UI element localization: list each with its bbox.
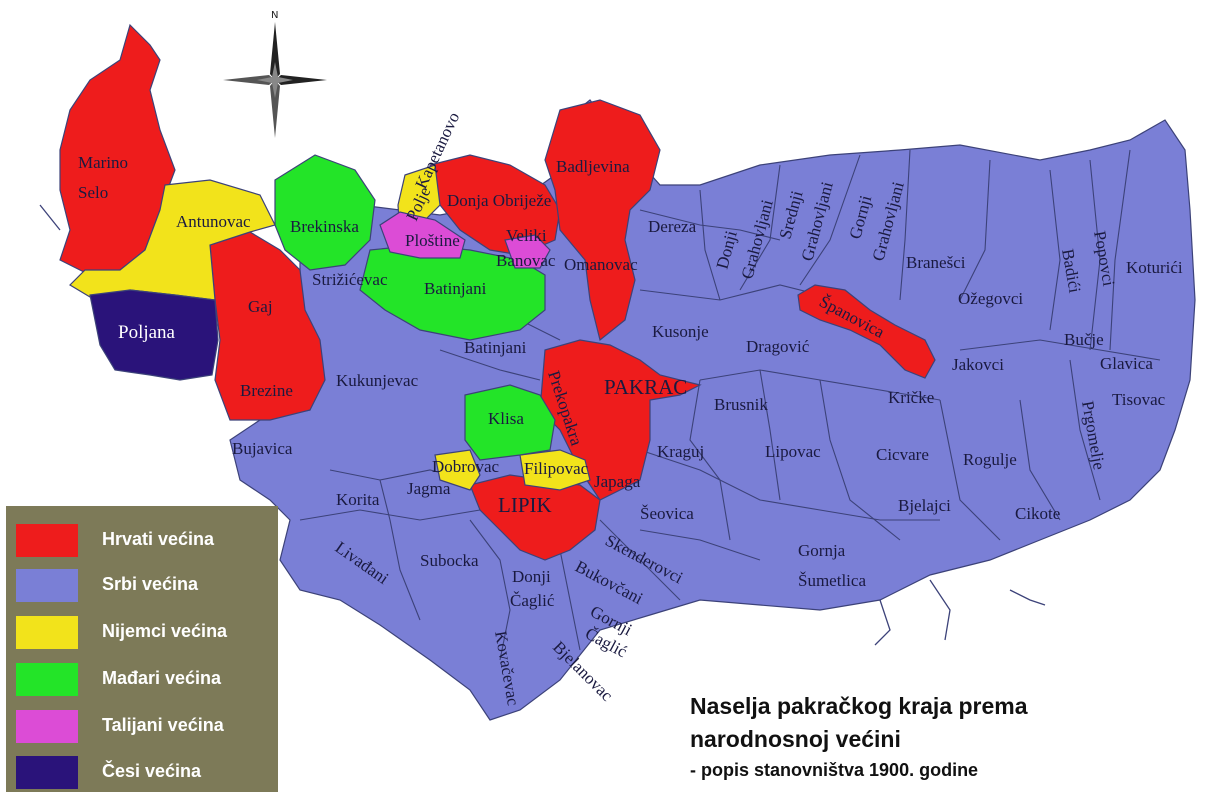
- place-label: Antunovac: [176, 212, 251, 231]
- legend-item-hrvati: Hrvati većina: [16, 522, 272, 558]
- legend-swatch: [16, 616, 78, 649]
- place-label: Kričke: [888, 388, 934, 407]
- place-label: Bujavica: [232, 439, 293, 458]
- place-label: Šumetlica: [798, 571, 866, 590]
- place-label: Donji: [512, 567, 551, 586]
- place-label: Selo: [78, 183, 108, 202]
- place-label: Bučje: [1064, 330, 1104, 349]
- regions-hrvati: [59, 23, 936, 561]
- place-label: Omanovac: [564, 255, 638, 274]
- legend-label: Srbi većina: [102, 574, 199, 594]
- legend-label: Mađari većina: [102, 668, 222, 688]
- place-label: Brekinska: [290, 217, 359, 236]
- regions-madjari: [274, 154, 556, 461]
- place-label: Dobrovac: [432, 457, 499, 476]
- place-label: Japaga: [594, 472, 641, 491]
- legend-swatch: [16, 569, 78, 602]
- place-label: Kusonje: [652, 322, 709, 341]
- place-label: Banovac: [496, 251, 556, 270]
- place-label: Šeovica: [640, 504, 694, 523]
- place-label: Brezine: [240, 381, 293, 400]
- legend-label: Česi većina: [102, 761, 202, 781]
- region-srbi-base: [229, 99, 1196, 721]
- place-label: Dragović: [746, 337, 810, 356]
- regions-nijemci: [69, 164, 591, 491]
- map-legend: Hrvati većina Srbi većina Nijemci većina…: [6, 506, 278, 792]
- place-label: Poljana: [118, 322, 176, 343]
- place-label: Ožegovci: [958, 289, 1023, 308]
- place-label: PAKRAC: [604, 375, 687, 399]
- region-filipovac: [519, 449, 591, 491]
- legend-swatch: [16, 710, 78, 743]
- region-brekinska: [274, 154, 376, 271]
- regions-talijani: [379, 211, 551, 269]
- region-badljevina-omanovac: [544, 99, 661, 342]
- map-subtitle: - popis stanovništva 1900. godine: [690, 760, 979, 780]
- region-dobrovac: [434, 449, 481, 491]
- place-label: Cikote: [1015, 504, 1060, 523]
- rivers: [39, 204, 1046, 646]
- place-label: LIPIK: [498, 493, 552, 517]
- place-label: Filipovac: [524, 459, 589, 478]
- place-label: Badljevina: [556, 157, 630, 176]
- place-label: Batinjani: [464, 338, 527, 357]
- place-label: Subocka: [420, 551, 479, 570]
- place-label: Ploštine: [405, 231, 460, 250]
- place-label: Gaj: [248, 297, 273, 316]
- legend-item-srbi: Srbi većina: [16, 567, 272, 603]
- region-veliki-banovac: [504, 234, 551, 269]
- legend-label: Talijani većina: [102, 715, 224, 735]
- place-label: Jakovci: [952, 355, 1004, 374]
- place-label: Kukunjevac: [336, 371, 419, 390]
- place-label: Bjelajci: [898, 496, 951, 515]
- place-label: Koturići: [1126, 258, 1183, 277]
- place-label: Brusnik: [714, 395, 768, 414]
- place-label: Klisa: [488, 409, 524, 428]
- place-label: Branešci: [906, 253, 966, 272]
- place-label: Čaglić: [510, 591, 555, 610]
- legend-item-madjari: Mađari većina: [16, 661, 272, 697]
- region-klisa: [464, 384, 556, 461]
- legend-swatch: [16, 663, 78, 696]
- region-plostine: [379, 211, 466, 259]
- place-label: Dereza: [648, 217, 697, 236]
- compass-north-label: N: [271, 10, 278, 21]
- map-title-block: Naselja pakračkog kraja prema narodnosno…: [690, 690, 1110, 781]
- place-label: Cicvare: [876, 445, 929, 464]
- place-label: Rogulje: [963, 450, 1017, 469]
- legend-swatch: [16, 756, 78, 789]
- place-label: Marino: [78, 153, 128, 172]
- legend-item-talijani: Talijani većina: [16, 708, 272, 744]
- place-label: Strižićevac: [312, 270, 388, 289]
- region-gaj-brezine: [209, 231, 326, 421]
- map-title-line2: narodnosnoj većini: [690, 726, 901, 752]
- place-label: Donja Obriježe: [447, 191, 551, 210]
- place-label: Kraguj: [657, 442, 704, 461]
- place-label: Gornja: [798, 541, 846, 560]
- region-poljana: [89, 289, 219, 381]
- place-label: Batinjani: [424, 279, 487, 298]
- legend-label: Hrvati većina: [102, 529, 215, 549]
- compass-rose-icon: N: [223, 10, 327, 138]
- legend-label: Nijemci većina: [102, 621, 228, 641]
- place-label: Jagma: [407, 479, 451, 498]
- region-spanovica: [797, 284, 936, 379]
- map-title-line1: Naselja pakračkog kraja prema: [690, 693, 1028, 719]
- place-label: Lipovac: [765, 442, 821, 461]
- legend-item-cesi: Česi većina: [16, 754, 272, 790]
- place-label: Veliki: [506, 226, 547, 245]
- place-label: Korita: [336, 490, 380, 509]
- place-label: Tisovac: [1112, 390, 1166, 409]
- legend-item-nijemci: Nijemci većina: [16, 614, 272, 650]
- legend-swatch: [16, 524, 78, 557]
- place-label: Glavica: [1100, 354, 1153, 373]
- region-donja-obrijez: [429, 154, 561, 256]
